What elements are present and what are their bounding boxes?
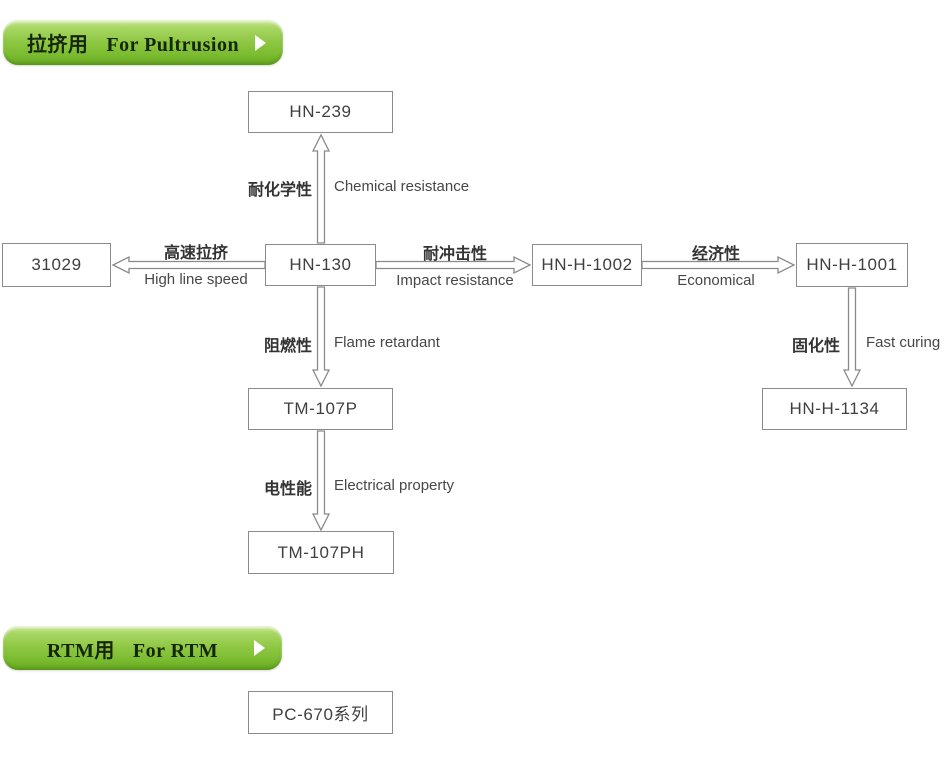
section-banner-rtm[interactable]: RTM用 For RTM bbox=[3, 626, 282, 670]
arrow-hnh1001-to-hnh1134-down bbox=[842, 287, 862, 388]
edge-label-flame-cn: 阻燃性 bbox=[263, 338, 312, 355]
edge-label-flame-en: Flame retardant bbox=[334, 334, 440, 351]
node-tm-107p: TM-107P bbox=[248, 388, 393, 430]
edge-label-high-speed-cn: 高速拉挤 bbox=[163, 245, 228, 262]
node-hn-130: HN-130 bbox=[265, 244, 376, 286]
edge-label-fast-curing-cn: 固化性 bbox=[791, 338, 840, 355]
node-tm-107ph: TM-107PH bbox=[248, 531, 394, 574]
arrow-tm107p-to-tm107ph-down bbox=[311, 430, 331, 532]
banner-pultrusion-label-en: For Pultrusion bbox=[106, 34, 240, 56]
play-arrow-icon bbox=[255, 34, 266, 51]
banner-pultrusion-label: 拉挤用 For Pultrusion bbox=[27, 28, 239, 57]
edge-label-fast-curing-en: Fast curing bbox=[866, 334, 941, 351]
node-hn-239: HN-239 bbox=[248, 91, 393, 133]
section-banner-pultrusion[interactable]: 拉挤用 For Pultrusion bbox=[3, 20, 283, 65]
edge-label-economical-cn: 经济性 bbox=[691, 246, 740, 263]
arrow-hn130-to-tm107p-down bbox=[311, 286, 331, 388]
edge-label-impact-cn: 耐冲击性 bbox=[422, 246, 487, 263]
node-31029: 31029 bbox=[2, 243, 111, 287]
edge-label-high-speed-en: High line speed bbox=[144, 271, 248, 288]
edge-label-electrical-en: Electrical property bbox=[334, 477, 455, 494]
edge-label-electrical-cn: 电性能 bbox=[263, 481, 312, 498]
edge-label-economical-en: Economical bbox=[677, 272, 755, 289]
banner-rtm-label: RTM用 For RTM bbox=[47, 634, 218, 663]
arrow-hn130-to-hn239-up bbox=[311, 133, 331, 244]
node-pc-670-series: PC-670系列 bbox=[248, 691, 393, 734]
edge-label-chemical-en: Chemical resistance bbox=[334, 178, 470, 195]
banner-rtm-label-en: For RTM bbox=[132, 639, 219, 662]
node-hn-h-1002: HN-H-1002 bbox=[532, 244, 642, 286]
banner-pultrusion-label-cn: 拉挤用 bbox=[26, 34, 89, 56]
node-hn-h-1001: HN-H-1001 bbox=[796, 243, 908, 287]
edge-label-impact-en: Impact resistance bbox=[396, 272, 514, 289]
edge-label-chemical-cn: 耐化学性 bbox=[247, 182, 312, 199]
node-hn-h-1134: HN-H-1134 bbox=[762, 388, 907, 430]
play-arrow-icon bbox=[254, 640, 265, 656]
banner-rtm-label-cn: RTM用 bbox=[46, 639, 115, 662]
